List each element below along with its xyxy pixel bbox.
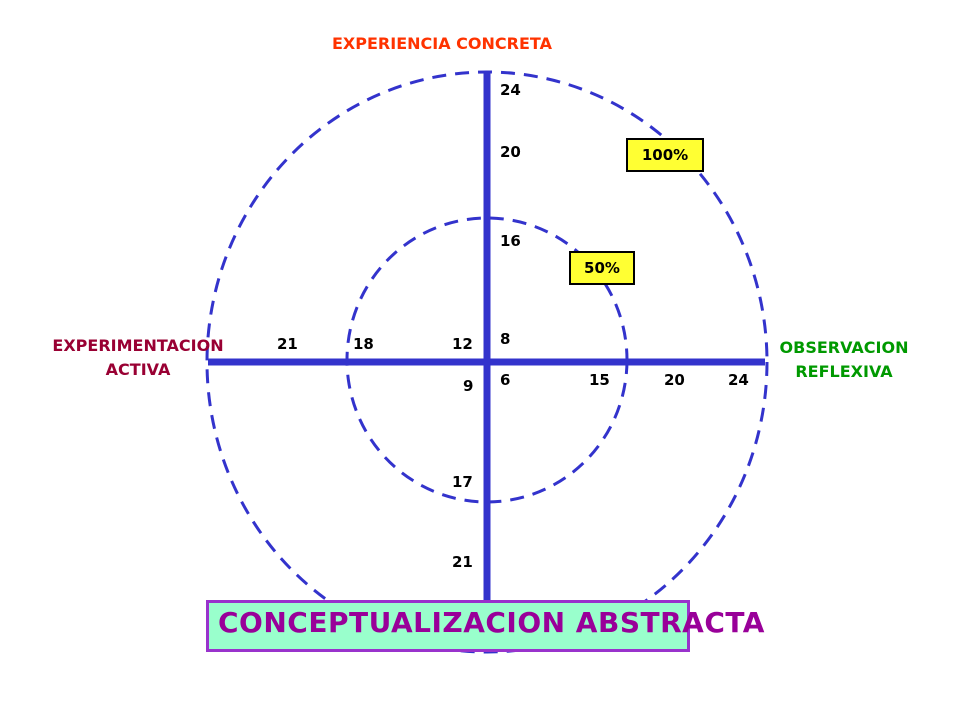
top-label: EXPERIENCIA CONCRETA [332, 34, 552, 53]
tick-top-16: 16 [500, 232, 521, 250]
left-label: EXPERIMENTACION ACTIVA [28, 334, 248, 382]
tick-bottom-17: 17 [452, 473, 473, 491]
tick-right-20: 20 [664, 371, 685, 389]
bottom-label-box [206, 600, 690, 652]
badge-100-percent: 100% [626, 138, 704, 172]
tick-left-12: 12 [452, 335, 473, 353]
tick-bottom-9: 9 [463, 377, 474, 395]
tick-bottom-21: 21 [452, 553, 473, 571]
tick-right-6: 6 [500, 371, 511, 389]
right-label: OBSERVACION REFLEXIVA [754, 336, 934, 384]
left-label-line2: ACTIVA [105, 360, 171, 379]
tick-left-18: 18 [353, 335, 374, 353]
tick-top-8: 8 [500, 330, 511, 348]
right-label-line2: REFLEXIVA [795, 362, 893, 381]
tick-top-20: 20 [500, 143, 521, 161]
tick-right-24: 24 [728, 371, 749, 389]
tick-top-24: 24 [500, 81, 521, 99]
tick-left-21: 21 [277, 335, 298, 353]
badge-50-percent: 50% [569, 251, 635, 285]
right-label-line1: OBSERVACION [779, 338, 909, 357]
tick-right-15: 15 [589, 371, 610, 389]
left-label-line1: EXPERIMENTACION [52, 336, 224, 355]
bottom-label: CONCEPTUALIZACION ABSTRACTA [218, 606, 765, 639]
